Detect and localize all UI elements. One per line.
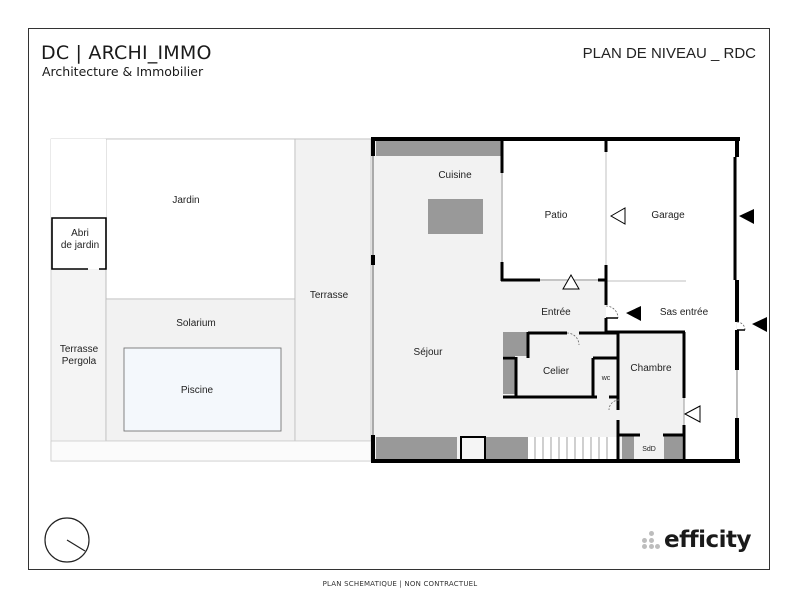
label-terrasse-pergola-2: Pergola — [62, 356, 97, 367]
window-arrow-icon — [609, 207, 626, 225]
staircase — [528, 437, 617, 460]
entrance-arrow-icon — [739, 209, 754, 224]
logo-dots-icon — [642, 531, 660, 549]
label-sdd: SdD — [642, 446, 656, 453]
walls — [371, 137, 740, 463]
window-arrow-icon — [562, 273, 580, 290]
label-chambre: Chambre — [630, 363, 672, 374]
terrace-zone — [294, 138, 372, 442]
garden-shed — [52, 218, 106, 269]
window-arrow-icon — [683, 405, 701, 423]
kitchen-counter — [376, 141, 502, 156]
plan-title: PLAN DE NIVEAU _ RDC — [582, 45, 756, 62]
efficity-logo: efficity — [642, 527, 752, 553]
compass-icon — [44, 517, 90, 563]
house — [371, 137, 746, 463]
logo-text: efficity — [664, 527, 752, 553]
label-cuisine: Cuisine — [438, 170, 472, 181]
label-piscine: Piscine — [181, 385, 214, 396]
pool — [123, 347, 282, 432]
window-arrows — [562, 207, 701, 423]
label-abri-1: Abri — [71, 228, 89, 239]
room-labels: Jardin Abri de jardin Terrasse Pergola S… — [60, 170, 709, 453]
label-patio: Patio — [545, 210, 568, 221]
label-sejour: Séjour — [414, 347, 444, 358]
label-solarium: Solarium — [176, 318, 215, 329]
brand-title: DC | ARCHI_IMMO — [41, 42, 212, 64]
label-terrasse: Terrasse — [310, 290, 349, 301]
kitchen-island — [428, 199, 483, 234]
label-wc: wc — [601, 375, 611, 382]
label-celier: Celier — [543, 366, 570, 377]
footer-disclaimer: PLAN SCHEMATIQUE | NON CONTRACTUEL — [322, 580, 478, 588]
walkway — [50, 440, 372, 462]
label-entree: Entrée — [541, 307, 571, 318]
label-garage: Garage — [651, 210, 685, 221]
sejour-furniture — [376, 437, 457, 460]
label-jardin: Jardin — [172, 195, 199, 206]
entrance-arrow-icon — [626, 306, 641, 321]
entrance-arrow-icon — [752, 317, 767, 332]
brand-subtitle: Architecture & Immobilier — [42, 64, 204, 79]
label-abri-2: de jardin — [61, 240, 99, 251]
garden-corner — [51, 139, 106, 222]
patio-floor — [503, 141, 606, 279]
entrance-arrows — [626, 209, 767, 332]
page-frame — [28, 28, 770, 570]
garden-zone — [105, 138, 296, 300]
exterior — [50, 138, 372, 462]
label-sas-entree: Sas entrée — [660, 307, 709, 318]
label-terrasse-pergola-1: Terrasse — [60, 344, 99, 355]
